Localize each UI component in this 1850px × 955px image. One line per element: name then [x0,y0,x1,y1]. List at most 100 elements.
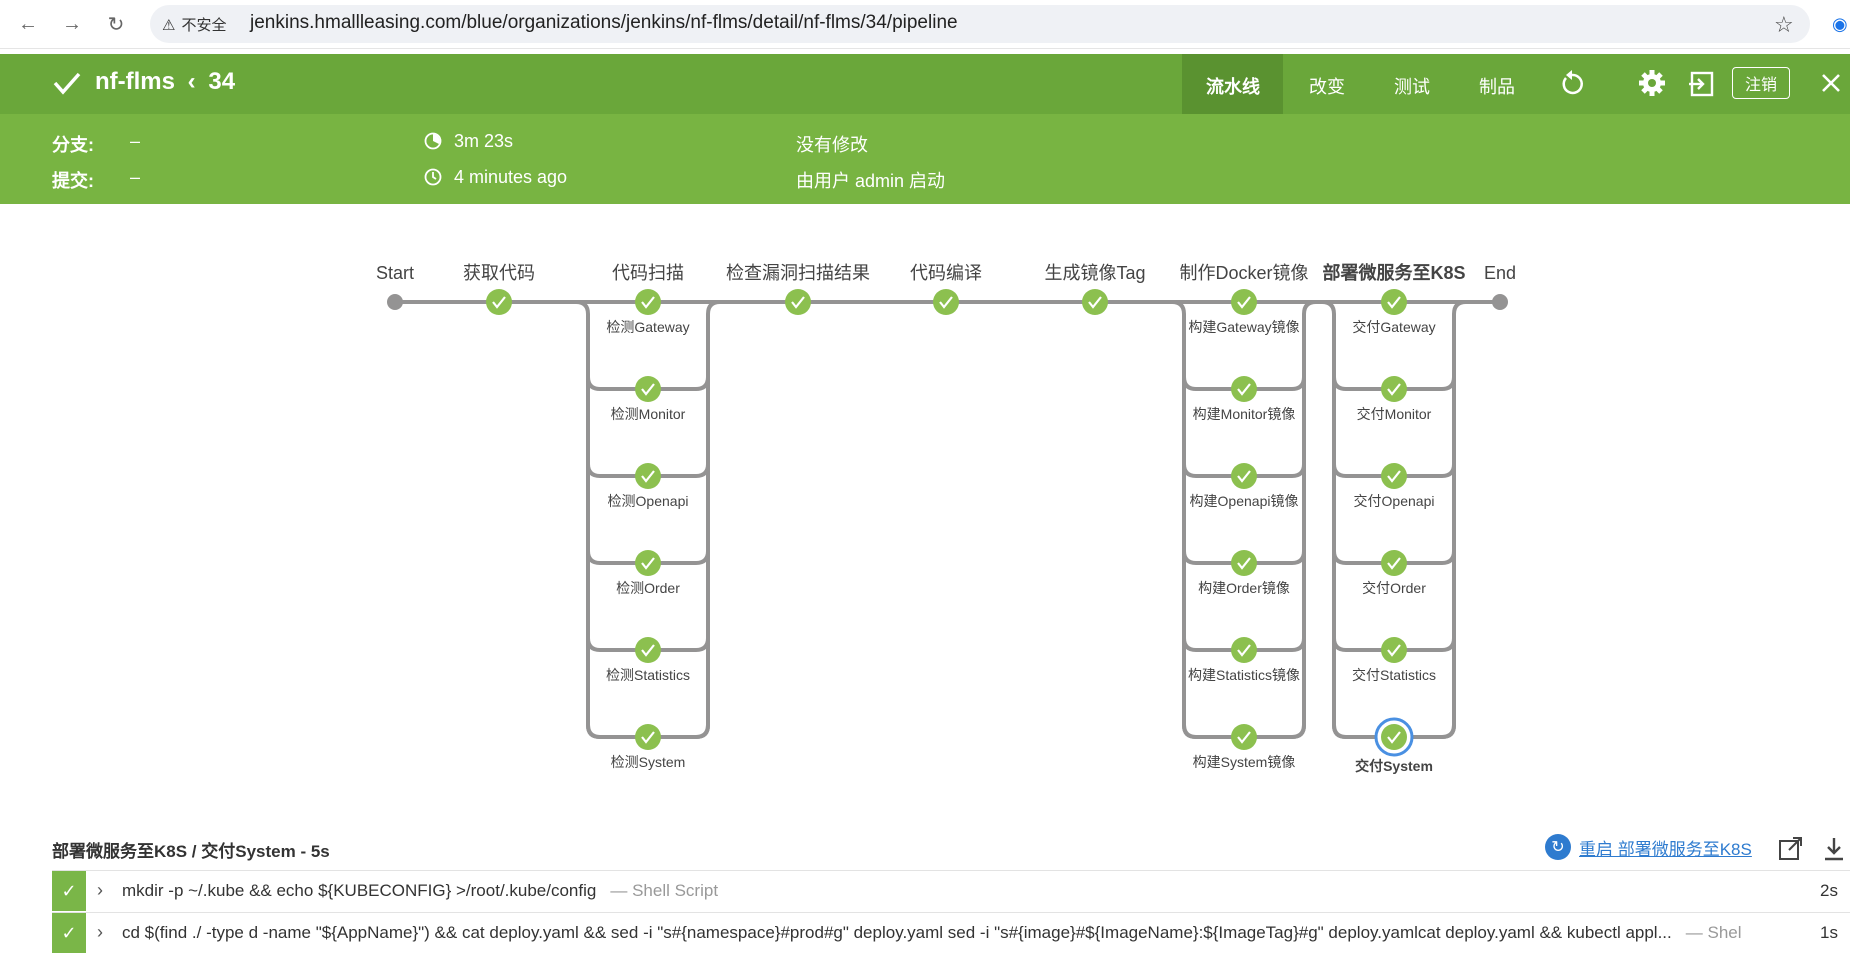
branch-node[interactable] [635,550,661,576]
branch-label: 检测Gateway [606,319,689,335]
stage-node[interactable] [486,289,512,315]
branch-connector [575,300,601,739]
check-icon [641,296,655,309]
step-command: mkdir -p ~/.kube && echo ${KUBECONFIG} >… [122,881,718,901]
changes-text: 没有修改 [796,135,868,155]
stage-title: 代码扫描 [612,263,684,283]
branch-node[interactable] [1231,550,1257,576]
branch-node[interactable] [1231,376,1257,402]
stage-title: 代码编译 [910,263,982,283]
back-icon[interactable]: ← [18,12,38,35]
step-success-icon: ✓ [52,913,86,953]
rerun-icon: ↻ [1545,834,1571,860]
commit-label: 提交: [52,171,94,191]
branch-node[interactable] [1231,289,1257,315]
bookmark-star-icon[interactable]: ☆ [1774,12,1794,37]
url-text[interactable]: jenkins.hmallleasing.com/blue/organizati… [250,12,958,33]
check-icon [1088,296,1102,309]
clock-icon [424,168,442,186]
stage-title: 制作Docker镜像 [1179,263,1308,283]
check-icon [641,557,655,570]
check-icon [1387,644,1401,657]
branch-node[interactable] [1381,724,1407,750]
branch-node[interactable] [1381,463,1407,489]
stage-node[interactable] [933,289,959,315]
branch-label: 检测Order [616,580,680,596]
pipeline-name-link[interactable]: nf-flms [95,68,175,95]
check-icon [641,383,655,396]
security-indicator[interactable]: ⚠ 不安全 [162,14,226,35]
end-node [1492,294,1508,310]
rerun-stage-label: 重启 部署微服务至K8S [1579,839,1752,859]
run-title: nf-flms ‹ 34 [95,68,235,96]
check-icon [1387,470,1401,483]
forward-icon[interactable]: → [62,12,82,35]
check-icon [1237,470,1251,483]
logout-button[interactable]: 注销 [1732,67,1790,99]
started-ago: 4 minutes ago [454,167,568,187]
branch-label: 交付System [1355,758,1433,774]
branch-node[interactable] [1231,637,1257,663]
tab-pipeline[interactable]: 流水线 [1206,77,1260,97]
step-duration: 2s [1820,881,1838,900]
branch-connector [1441,300,1467,739]
branch-label: 交付Openapi [1354,493,1435,509]
branch-node[interactable] [635,637,661,663]
check-icon [1387,731,1401,744]
branch-node[interactable] [1381,376,1407,402]
success-check-icon [53,72,81,95]
stage-title: 检查漏洞扫描结果 [726,263,870,283]
address-bar[interactable] [150,5,1810,43]
chevron-left-icon: ‹ [187,68,196,95]
tab-changes[interactable]: 改变 [1309,77,1345,97]
expand-chevron-icon[interactable]: › [97,880,103,900]
check-icon [791,296,805,309]
branch-label: 构建Monitor镜像 [1193,406,1296,422]
branch-node[interactable] [635,463,661,489]
stage-node[interactable] [1082,289,1108,315]
check-icon [1387,557,1401,570]
branch-node[interactable] [635,724,661,750]
branch-node[interactable] [635,376,661,402]
step-command: cd $(find ./ -type d -name "${AppName}")… [122,923,1742,943]
check-icon [492,296,506,309]
open-log-new-window-icon[interactable] [1778,836,1804,862]
stage-title: 部署微服务至K8S [1322,262,1465,283]
branch-label: 构建Statistics镜像 [1188,667,1300,683]
close-icon[interactable] [1820,72,1842,94]
branch-label: 检测Statistics [606,667,690,683]
branch-label: 交付Order [1362,580,1426,596]
branch-node[interactable] [1381,289,1407,315]
rerun-stage-button[interactable]: ↻ 重启 部署微服务至K8S [1545,834,1752,860]
profile-icon[interactable]: ◉ [1832,14,1848,34]
start-label: Start [376,263,414,283]
branch-label: 检测System [611,754,686,770]
branch-label: 构建Order镜像 [1198,580,1290,596]
open-classic-icon[interactable] [1688,70,1716,98]
check-icon [1237,644,1251,657]
step-row[interactable]: ✓ › cd $(find ./ -type d -name "${AppNam… [52,912,1850,953]
branch-node[interactable] [1231,724,1257,750]
rerun-icon[interactable] [1558,70,1586,98]
branch-node[interactable] [1381,637,1407,663]
gear-icon[interactable] [1638,69,1666,97]
check-icon [1237,383,1251,396]
expand-chevron-icon[interactable]: › [97,922,103,942]
branch-connector [1321,300,1347,739]
stage-node[interactable] [785,289,811,315]
branch-node[interactable] [1381,550,1407,576]
branch-value: – [130,131,141,151]
start-node [387,294,403,310]
tab-artifacts[interactable]: 制品 [1479,77,1515,97]
download-log-icon[interactable] [1822,836,1846,862]
branch-label: 构建Openapi镜像 [1190,493,1299,509]
tab-tests[interactable]: 测试 [1394,77,1430,97]
branch-node[interactable] [1231,463,1257,489]
branch-node[interactable] [635,289,661,315]
step-row[interactable]: ✓ › mkdir -p ~/.kube && echo ${KUBECONFI… [52,870,1850,911]
run-header [0,54,1850,114]
reload-icon[interactable]: ↻ [107,13,125,36]
branch-label: 检测Monitor [611,406,686,422]
stage-title: 生成镜像Tag [1044,263,1145,283]
